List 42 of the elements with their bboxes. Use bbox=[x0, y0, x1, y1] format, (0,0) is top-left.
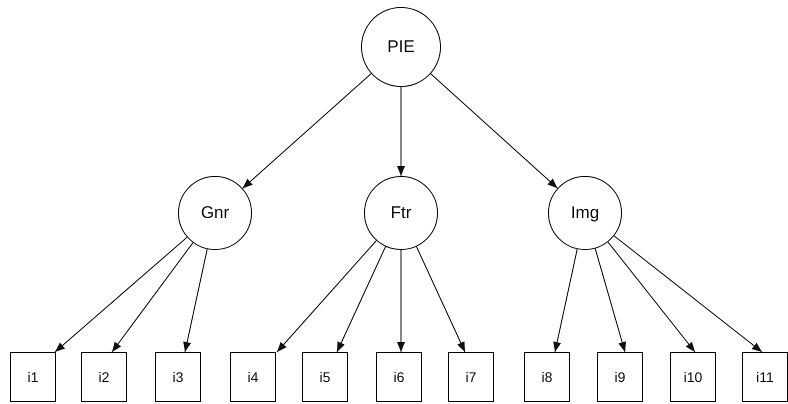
arrow bbox=[54, 236, 188, 352]
arrow bbox=[416, 246, 466, 352]
arrow bbox=[614, 235, 762, 352]
item-box bbox=[376, 352, 422, 402]
node-label: Ftr bbox=[390, 203, 412, 223]
node-label: i5 bbox=[320, 369, 330, 385]
item-box bbox=[81, 352, 127, 402]
item-box bbox=[230, 352, 276, 402]
arrow bbox=[397, 250, 405, 352]
arrow bbox=[607, 242, 696, 352]
arrow bbox=[112, 242, 194, 352]
item-box bbox=[10, 352, 56, 402]
node-label: i9 bbox=[614, 369, 626, 385]
node-label: i8 bbox=[542, 369, 552, 385]
node-label: i2 bbox=[98, 369, 110, 385]
item-box bbox=[670, 352, 716, 402]
node-label: i1 bbox=[28, 369, 38, 385]
arrow bbox=[553, 248, 578, 352]
category-circle bbox=[178, 176, 252, 250]
arrow bbox=[183, 248, 208, 352]
arrow bbox=[594, 248, 626, 352]
item-box bbox=[742, 352, 788, 402]
item-box bbox=[155, 352, 201, 402]
node-label: i11 bbox=[756, 369, 774, 385]
node-label: PIE bbox=[387, 37, 415, 57]
node-label: i3 bbox=[172, 369, 184, 385]
item-box bbox=[448, 352, 494, 402]
arrow bbox=[397, 86, 405, 176]
node-label: Img bbox=[570, 203, 600, 223]
node-label: i7 bbox=[466, 369, 476, 385]
arrow bbox=[336, 246, 386, 352]
node-label: i6 bbox=[394, 369, 404, 385]
item-box bbox=[524, 352, 570, 402]
node-label: Gnr bbox=[200, 203, 230, 223]
node-label: i10 bbox=[684, 369, 702, 385]
arrow bbox=[430, 73, 558, 189]
item-box bbox=[597, 352, 643, 402]
node-label: i4 bbox=[248, 369, 258, 385]
arrow bbox=[242, 73, 372, 189]
item-box bbox=[302, 352, 348, 402]
category-circle bbox=[548, 176, 622, 250]
arrow bbox=[276, 240, 377, 352]
